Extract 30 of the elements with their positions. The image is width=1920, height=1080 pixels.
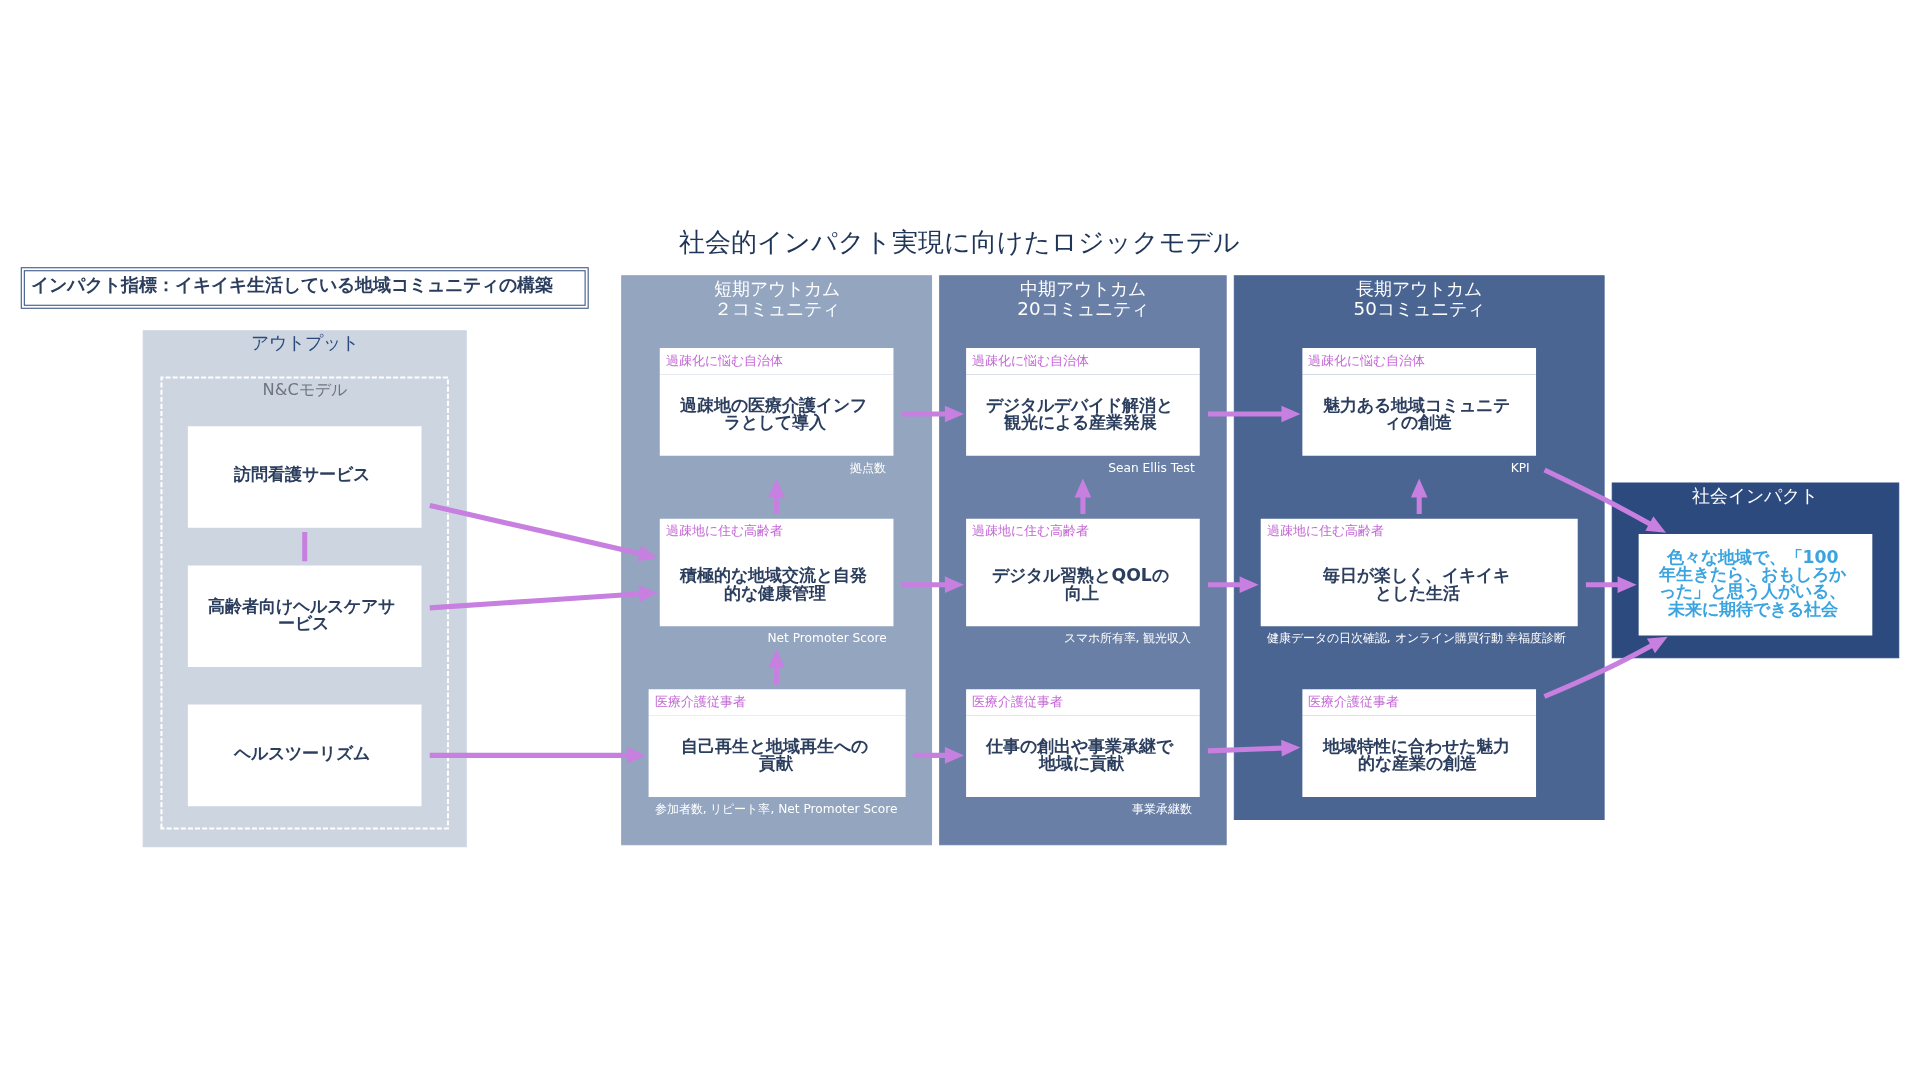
node-box: 高齢者向けヘルスケアサービス <box>187 564 422 667</box>
arrow <box>1207 405 1301 422</box>
arrow <box>429 585 658 610</box>
arrow <box>1543 636 1668 699</box>
arrow <box>1410 477 1428 514</box>
diagram-title: 社会的インパクト実現に向けたロジックモデル <box>679 225 1241 257</box>
arrow <box>1207 739 1301 756</box>
node-label: 健康データの日次確認, オンライン購買行動 幸福度診断 <box>1266 630 1567 645</box>
node-box: 訪問看護サービス <box>187 425 422 528</box>
node-label: KPI <box>1510 460 1530 475</box>
node-label: 参加者数, リピート率, Net Promoter Score <box>654 801 898 816</box>
arrow <box>768 648 785 685</box>
arrow <box>1585 575 1637 593</box>
connector <box>302 531 308 561</box>
node-box: 色々な地域で、「100年生きたら、おもしろかった」と思う人がいる、未来に期待できる社会 <box>1638 533 1873 635</box>
node-label: Sean Ellis Test <box>1108 460 1195 475</box>
node-label: 事業承継数 <box>1131 801 1192 816</box>
arrow <box>1207 575 1259 593</box>
node-label: スマホ所有率, 観光収入 <box>1063 630 1192 645</box>
arrow <box>1543 467 1666 533</box>
arrow <box>1074 477 1092 514</box>
node-label: Net Promoter Score <box>767 630 887 645</box>
node-box: ヘルスツーリズム <box>187 704 422 806</box>
node-label: 拠点数 <box>849 460 886 475</box>
arrow <box>901 575 964 593</box>
arrow <box>901 405 964 422</box>
arrow <box>429 502 658 562</box>
arrow <box>768 477 785 514</box>
arrow <box>429 746 646 764</box>
arrow <box>913 746 964 764</box>
